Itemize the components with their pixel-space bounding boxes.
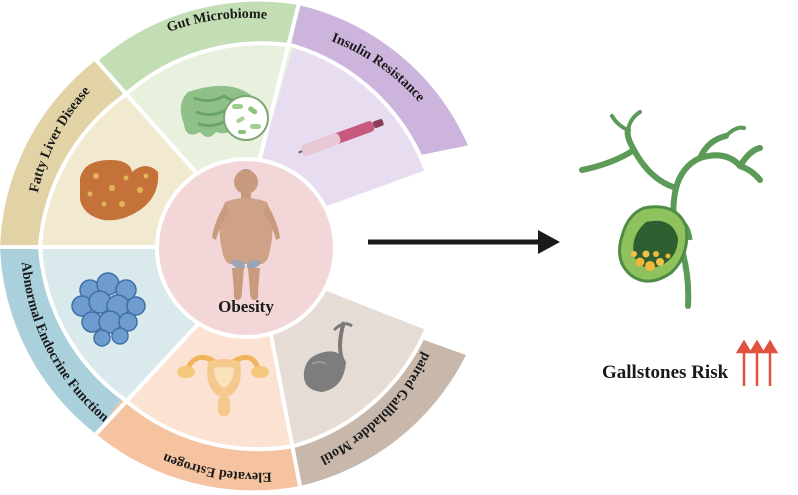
ring-inner-estrogen bbox=[125, 322, 294, 450]
risk-increase-arrows bbox=[735, 339, 779, 386]
arrow-up-icon bbox=[748, 339, 766, 386]
fat-cells-icon bbox=[71, 272, 146, 347]
center-label: Obesity bbox=[218, 297, 274, 316]
ring-inner-motility bbox=[270, 290, 426, 446]
gallstones-risk-label: Gallstones Risk bbox=[602, 362, 729, 383]
person-icon bbox=[212, 169, 280, 300]
intestine-icon bbox=[180, 85, 269, 141]
liver-icon bbox=[80, 160, 159, 221]
segment-separators bbox=[0, 0, 470, 486]
gallbladder-icon bbox=[303, 321, 353, 392]
arrow-up-icon bbox=[761, 339, 779, 386]
ring-inner-insulin bbox=[258, 46, 426, 210]
ring-outer-insulin bbox=[284, 3, 470, 160]
insulin-pen-icon bbox=[298, 119, 384, 156]
uterus-icon bbox=[177, 354, 269, 416]
ring-outer-motility bbox=[284, 330, 466, 486]
main-arrow bbox=[368, 230, 560, 254]
biliary-tree-icon bbox=[579, 110, 763, 309]
arrow-up-icon bbox=[735, 339, 753, 386]
